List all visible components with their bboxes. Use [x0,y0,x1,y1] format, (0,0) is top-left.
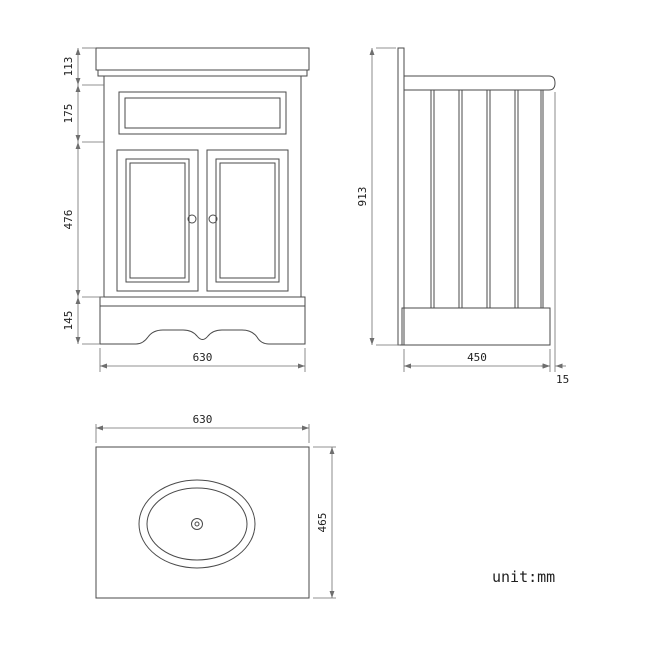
door-right [206,149,289,292]
dim-label-top-width: 630 [193,413,213,426]
plinth-front [99,296,306,345]
plinth-side [401,307,551,346]
basin-inner [146,487,248,561]
side-depth-dimension: 450 15 [403,92,569,386]
dim-label-side-height: 913 [356,187,369,207]
drain-inner [194,521,200,527]
door-right-panel-inner [219,162,276,279]
dim-label-side-overhang: 15 [556,373,569,386]
countertop-side [404,75,556,91]
door-right-panel-outer [215,158,280,283]
countertop-edge [97,69,308,77]
dim-label-front-width: 630 [193,351,213,364]
front-height-dimensions: 113 175 476 145 [62,47,104,345]
upper-panel-inner [124,97,281,129]
top-view [95,446,310,599]
door-left-panel-outer [125,158,190,283]
knob-left [187,214,197,224]
dim-label-front-476: 476 [62,210,75,230]
dim-label-front-145: 145 [62,311,75,331]
dim-label-top-depth: 465 [316,513,329,533]
countertop-plan [95,446,310,599]
unit-label: unit:mm [492,568,555,586]
basin-outer [138,479,256,569]
top-depth-dimension: 465 [313,446,336,599]
side-height-dimension: 913 [356,47,400,346]
back-panel [397,47,405,346]
dim-label-front-175: 175 [62,104,75,124]
front-width-dimension: 630 [99,348,306,372]
dim-label-front-113: 113 [62,57,75,77]
upper-panel-outer [118,91,287,135]
dim-label-side-depth: 450 [467,351,487,364]
side-view [397,47,556,346]
knob-right [208,214,218,224]
countertop-front [95,47,310,71]
door-left [116,149,199,292]
side-plank-lines [430,90,519,308]
drain-outer [191,518,203,530]
front-view [95,47,310,345]
door-left-panel-inner [129,162,186,279]
top-width-dimension: 630 [95,413,310,443]
